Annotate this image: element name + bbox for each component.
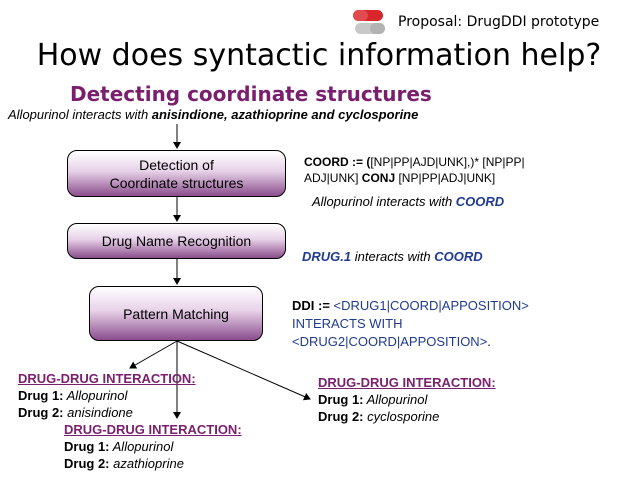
sentence-prefix: Allopurinol interacts with (8, 107, 152, 122)
step1-coord: COORD (455, 194, 505, 209)
ddi-rule-name: DDI := (292, 298, 334, 313)
page-title: How does syntactic information help? (36, 38, 602, 73)
result1-header: DRUG-DRUG INTERACTION: (18, 371, 196, 386)
result1-drug1: Allopurinol (63, 388, 128, 403)
result3-drug1-label: Drug 1: (64, 439, 110, 454)
sentence-drug-list: anisindione, azathioprine and cyclospori… (151, 107, 419, 122)
result1-drug2: anisindione (63, 405, 133, 420)
step2-text: interacts with (351, 249, 435, 264)
ddi-rule: DDI := <DRUG1|COORD|APPOSITION> INTERACT… (292, 297, 529, 351)
ddi-rule-line3: <DRUG2|COORD|APPOSITION> (292, 334, 488, 349)
result-block-2: DRUG-DRUG INTERACTION: Drug 1: Allopurin… (318, 374, 496, 425)
arrow-pattern-to-result1 (129, 340, 178, 369)
ddi-rule-line2: INTERACTS WITH (292, 316, 403, 331)
coord-rule-body2b: [NP|PP|ADJ|UNK] (395, 171, 496, 185)
ddi-rule-dot: . (487, 334, 491, 349)
coord-rule-body2a: ADJ|UNK] (304, 171, 362, 185)
drug-name-label: Drug Name Recognition (101, 233, 252, 249)
pattern-matching-box: Pattern Matching (89, 286, 263, 341)
result-block-3: DRUG-DRUG INTERACTION: Drug 1: Allopurin… (64, 421, 242, 472)
drug-name-box: Drug Name Recognition (67, 223, 286, 259)
coord-rule-name: COORD := ( (304, 155, 371, 169)
proposal-label: Proposal: DrugDDI prototype (398, 14, 600, 30)
coord-rule: COORD := ([NP|PP|AJD|UNK],)* [NP|PP| ADJ… (304, 154, 525, 186)
section-subtitle: Detecting coordinate structures (70, 82, 432, 106)
step2-coord: COORD (434, 249, 483, 264)
result2-drug1: Allopurinol (363, 392, 428, 407)
detection-line1: Detection of (139, 156, 214, 173)
detection-line2: Coordinate structures (109, 174, 244, 191)
result2-header: DRUG-DRUG INTERACTION: (318, 375, 496, 390)
coord-rule-body1: [NP|PP|AJD|UNK],)* [NP|PP| (370, 155, 525, 169)
pill-capsule-icon (353, 10, 385, 34)
result3-drug2: azathioprine (109, 456, 184, 471)
step1-result: Allopurinol interacts with COORD (312, 194, 504, 209)
coord-rule-conj: CONJ (361, 171, 396, 185)
result2-drug2-label: Drug 2: (318, 409, 364, 424)
pattern-label: Pattern Matching (123, 305, 229, 322)
result2-drug2: cyclosporine (363, 409, 440, 424)
result3-header: DRUG-DRUG INTERACTION: (64, 422, 242, 437)
step1-text: Allopurinol interacts with (312, 194, 456, 209)
result1-drug2-label: Drug 2: (18, 405, 64, 420)
detection-box: Detection of Coordinate structures (67, 150, 286, 197)
example-sentence: Allopurinol interacts with anisindione, … (8, 107, 418, 122)
result2-drug1-label: Drug 1: (318, 392, 364, 407)
ddi-rule-line1: <DRUG1|COORD|APPOSITION> (333, 298, 529, 313)
step2-drug: DRUG.1 (302, 249, 352, 264)
arrow-pattern-to-result2 (176, 340, 311, 401)
result3-drug2-label: Drug 2: (64, 456, 110, 471)
step2-result: DRUG.1 interacts with COORD (302, 249, 483, 264)
result-block-1: DRUG-DRUG INTERACTION: Drug 1: Allopurin… (18, 370, 196, 421)
result1-drug1-label: Drug 1: (18, 388, 64, 403)
result3-drug1: Allopurinol (109, 439, 174, 454)
